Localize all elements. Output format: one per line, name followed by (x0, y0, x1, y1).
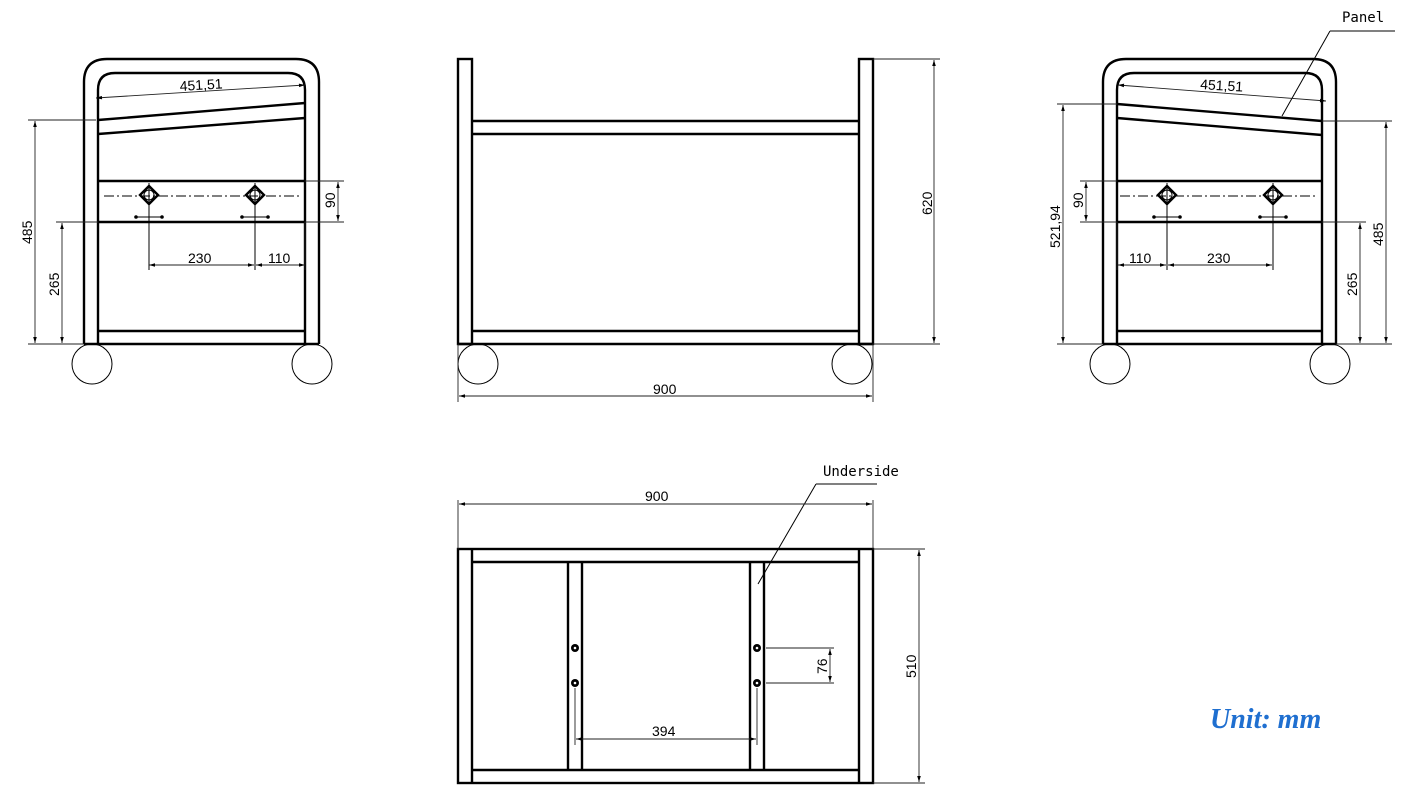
bolt-icon (1152, 183, 1182, 270)
dim-hole-pitch: 76 (814, 658, 830, 674)
wheel-icon (291, 343, 333, 385)
dim-hole-spacing: 230 (188, 250, 212, 266)
dim-overall-height: 485 (19, 220, 35, 244)
dim-overall-height: 485 (1370, 222, 1386, 246)
wheel-icon (457, 343, 499, 385)
dim-slat-spacing: 394 (652, 723, 676, 739)
dim-lower-height: 265 (46, 272, 62, 296)
front-view: 900 620 (456, 57, 940, 402)
dim-edge-offset: 110 (1129, 250, 1152, 266)
unit-label: Unit: mm (1210, 704, 1321, 735)
dim-height: 620 (919, 191, 935, 215)
underside-view: Underside 900 510 394 76 (456, 464, 925, 785)
dim-band-height: 90 (322, 192, 338, 208)
bolt-icon (134, 183, 164, 270)
hole-icon (753, 644, 761, 652)
dim-width: 900 (645, 488, 669, 504)
dim-depth: 510 (903, 654, 919, 678)
left-side-view: 451,51 485 265 90 230 110 (19, 57, 344, 385)
hole-icon (753, 679, 761, 687)
dim-edge-offset: 110 (268, 250, 291, 266)
hole-icon (571, 644, 579, 652)
wheel-icon (831, 343, 873, 385)
dim-lower-height: 265 (1344, 272, 1360, 296)
right-side-view: Panel 451,51 521,94 90 110 230 485 265 (1047, 10, 1395, 385)
wheel-icon (1089, 343, 1131, 385)
dim-hole-spacing: 230 (1207, 250, 1231, 266)
dim-band-height: 90 (1070, 192, 1086, 208)
wheel-icon (71, 343, 113, 385)
dim-width: 900 (653, 381, 677, 397)
underside-callout-label: Underside (823, 464, 899, 480)
dim-panel-width: 451,51 (179, 75, 223, 94)
wheel-icon (1309, 343, 1351, 385)
bolt-icon (240, 183, 270, 270)
dim-panel-width: 451,51 (1200, 76, 1244, 95)
panel-callout-label: Panel (1342, 10, 1384, 26)
dim-diagonal-height: 521,94 (1047, 205, 1063, 248)
hole-icon (571, 679, 579, 687)
bolt-icon (1258, 183, 1288, 270)
